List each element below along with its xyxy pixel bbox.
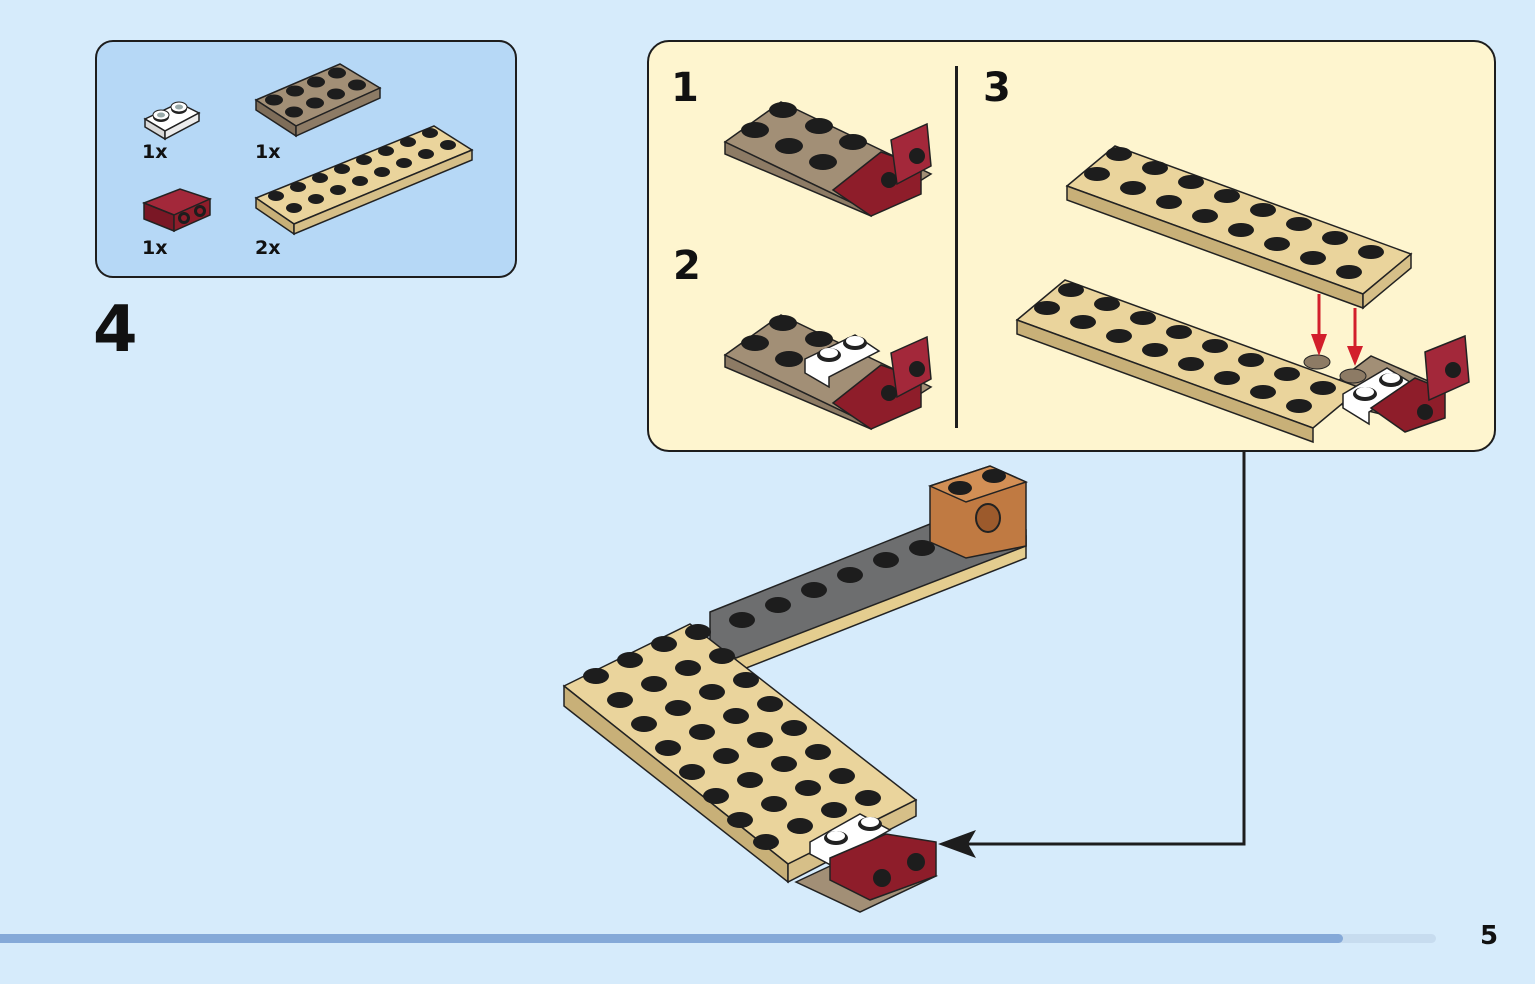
part-quantity-dark-tan-plate: 1x [255,141,281,163]
main-model-illustration [562,465,1029,913]
sub-step-divider [955,66,958,428]
part-quantity-bracket: 1x [142,237,168,259]
dark-red-bracket-part [141,188,213,233]
white-plate-1x2-part [143,101,201,141]
parts-list-box: 1x 1x 1x 2x [95,40,517,278]
attachment-arrow [938,450,1246,858]
part-quantity-white-plate: 1x [142,141,168,163]
page-number: 5 [1480,921,1499,951]
sub-step-2-label: 2 [673,243,701,289]
sub-assembly-box: 1 2 3 [647,40,1496,452]
placement-arrows [1311,294,1363,366]
step-number: 4 [93,293,138,367]
sub-step-3-label: 3 [983,65,1011,111]
sub-step-3-illustration [1015,145,1470,444]
dark-tan-plate-2x4-part [254,63,382,138]
sub-step-1-illustration [723,101,933,218]
part-quantity-tan-plate: 2x [255,237,281,259]
tan-plate-2x8-part [254,125,474,236]
progress-bar-fill [0,934,1343,943]
sub-step-2-illustration [723,314,933,431]
progress-bar [0,934,1436,943]
sub-step-1-label: 1 [671,65,699,111]
